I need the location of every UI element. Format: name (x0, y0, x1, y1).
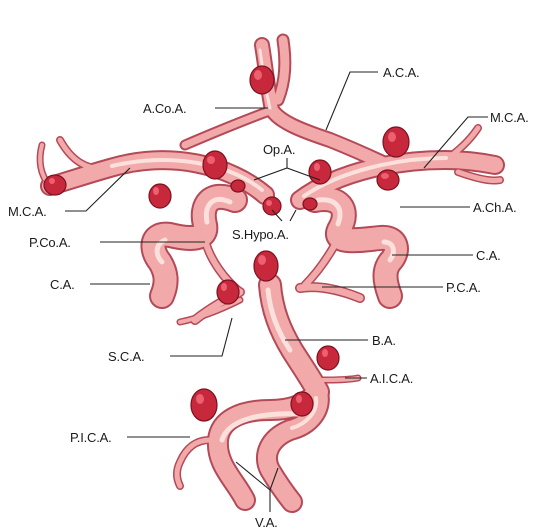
labels: A.C.A. A.Co.A. M.C.A. Op.A. M.C.A. A.Ch.… (8, 65, 529, 530)
label-ca-right: C.A. (476, 248, 500, 263)
leader-mca-left (65, 167, 131, 212)
aneurysm-basilar-tip (253, 250, 279, 282)
aneurysm-vertebral (290, 391, 314, 417)
leader-mca-right (423, 116, 488, 169)
label-acha: A.Ch.A. (473, 200, 516, 215)
aneurysm-right-mca-1 (382, 126, 410, 158)
aneurysm-opa-left (230, 179, 246, 193)
label-aca: A.C.A. (383, 65, 419, 80)
label-mca-right: M.C.A. (490, 110, 529, 125)
label-pica: P.I.C.A. (70, 430, 112, 445)
aneurysm-right-carotid-1 (308, 159, 332, 185)
label-acoa: A.Co.A. (143, 101, 186, 116)
label-shypoa: S.Hypo.A. (232, 227, 289, 242)
label-aica: A.I.C.A. (370, 371, 413, 386)
aneurysm-left-mca (43, 174, 67, 196)
label-pca: P.C.A. (446, 280, 481, 295)
aneurysm-right-mca-2 (376, 169, 400, 191)
aneurysm-left-carotid-1 (202, 150, 228, 180)
vessel-network (36, 33, 505, 513)
label-pcoa: P.Co.A. (29, 235, 71, 250)
label-mca-left: M.C.A. (8, 204, 47, 219)
aneurysm-aica (316, 345, 340, 371)
aneurysm-sca (216, 279, 240, 305)
leader-shypoa (271, 209, 283, 222)
aneurysm-shypoa (262, 196, 282, 216)
leader-lines (65, 71, 488, 512)
aneurysm-left-carotid-2 (148, 183, 172, 209)
aneurysm-opa-right (302, 197, 318, 211)
label-sca: S.C.A. (108, 349, 144, 364)
label-ba: B.A. (372, 333, 396, 348)
label-ca-left: C.A. (50, 277, 74, 292)
aneurysm-acoa (249, 65, 275, 95)
leader-aca (325, 71, 378, 131)
label-va: V.A. (255, 515, 278, 530)
leader-sca (170, 317, 233, 357)
aneurysm-pica (190, 388, 218, 422)
label-opa: Op.A. (263, 142, 295, 157)
aneurysms (43, 65, 410, 422)
